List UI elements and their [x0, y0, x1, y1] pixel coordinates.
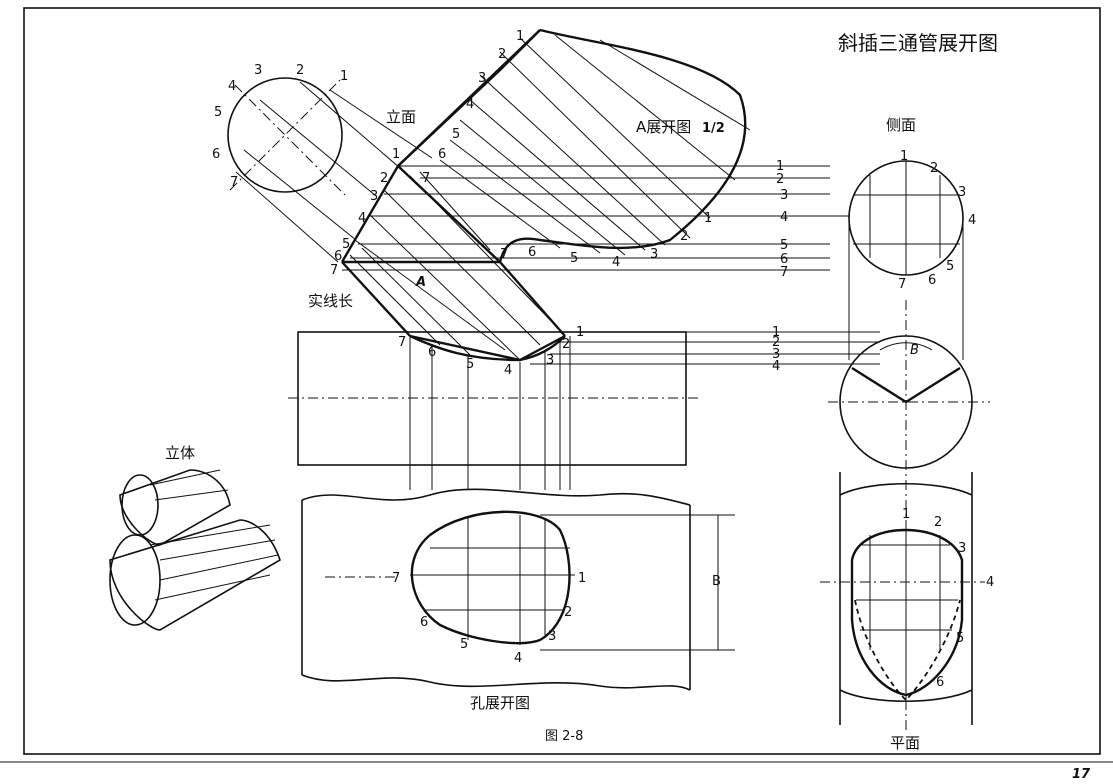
point-label: 3 [548, 629, 556, 644]
point-label: 5 [452, 127, 460, 142]
projection-lines [342, 165, 880, 365]
side-view-label: 侧面 [886, 116, 916, 134]
point-label: 1 [516, 29, 524, 44]
page-number: 17 [1072, 767, 1091, 782]
point-label: 4 [514, 651, 522, 666]
point-label: 2 [772, 335, 780, 350]
point-label: 7 [392, 571, 400, 586]
point-label: 6 [334, 249, 342, 264]
point-label: 4 [466, 97, 474, 112]
branch-section-circle [227, 77, 343, 193]
point-label: 5 [466, 357, 474, 372]
point-label: 3 [650, 247, 658, 262]
point-label: 7 [422, 171, 430, 186]
point-label: 5 [460, 637, 468, 652]
point-label: 1 [900, 149, 908, 164]
point-label: 2 [498, 47, 506, 62]
drawing-title: 斜插三通管展开图 [838, 31, 998, 55]
point-label: 5 [342, 237, 350, 252]
point-label: 3 [254, 63, 262, 78]
point-label: 3 [370, 189, 378, 204]
point-label: 6 [936, 675, 944, 690]
figure-caption: 图 2-8 [545, 729, 583, 744]
point-label: 7 [230, 175, 238, 190]
point-label: 4 [780, 210, 788, 225]
development-a-half: A展开图 1/2 [397, 28, 751, 263]
point-label: 1 [776, 159, 784, 174]
drawing-frame [23, 7, 1101, 755]
point-label: 3 [546, 353, 554, 368]
point-label: 4 [968, 213, 976, 228]
point-label: 4 [612, 255, 620, 270]
hole-label-b: B [712, 574, 721, 589]
point-label: 7 [398, 335, 406, 350]
point-label: 1 [392, 147, 400, 162]
point-label: 1 [704, 211, 712, 226]
development-a-label: A展开图 [636, 118, 691, 136]
point-label: 5 [214, 105, 222, 120]
point-label: 2 [934, 515, 942, 530]
point-label: 4 [772, 359, 780, 374]
point-label: 1 [902, 507, 910, 522]
point-label: 3 [958, 541, 966, 556]
label-a: A [415, 275, 426, 290]
point-label: 4 [358, 211, 366, 226]
point-label: 7 [330, 263, 338, 278]
point-label: 3 [780, 188, 788, 203]
hole-development: B 孔展开图 [301, 488, 735, 712]
point-label: 5 [956, 631, 964, 646]
point-label: 2 [776, 172, 784, 187]
point-label: 2 [680, 229, 688, 244]
point-label: 4 [986, 575, 994, 590]
point-label: 5 [946, 259, 954, 274]
point-label: 3 [958, 185, 966, 200]
point-label: 2 [380, 171, 388, 186]
point-label: 7 [898, 277, 906, 292]
plan-view: 平面 [820, 472, 985, 752]
point-label: 4 [228, 79, 236, 94]
point-label: 2 [564, 605, 572, 620]
point-label: 5 [780, 238, 788, 253]
main-pipe-front-view: 实线长 立面 A [288, 108, 700, 490]
point-label: 1 [576, 325, 584, 340]
intersection-curve-front [409, 334, 566, 362]
point-label: 1 [772, 325, 780, 340]
solid-view-label: 立体 [165, 444, 195, 462]
point-label: 6 [420, 615, 428, 630]
development-a-fraction: 1/2 [702, 121, 725, 136]
point-label: 1 [578, 571, 586, 586]
plan-hole-outline [850, 528, 964, 697]
point-labels: 1 2 3 4 5 6 7 1 2 3 4 5 6 7 1 2 3 4 5 6 … [212, 29, 994, 690]
point-label: 3 [772, 347, 780, 362]
point-label: 6 [438, 147, 446, 162]
branch-outline-lower [341, 261, 411, 337]
true-length-label: 实线长 [308, 292, 353, 310]
hole-outline [410, 510, 571, 645]
side-label-b: B [910, 343, 919, 358]
point-label: 3 [478, 71, 486, 86]
point-label: 2 [562, 337, 570, 352]
hole-development-label: 孔展开图 [470, 694, 530, 712]
point-label: 7 [780, 265, 788, 280]
point-label: 2 [930, 161, 938, 176]
development-a-curve [498, 28, 747, 263]
point-label: 2 [296, 63, 304, 78]
point-label: 6 [212, 147, 220, 162]
front-view-label: 立面 [386, 108, 416, 126]
branch-pipe-front-view [227, 29, 566, 362]
side-view: B 侧面 [828, 116, 990, 730]
point-label: 6 [928, 273, 936, 288]
point-label: 6 [428, 345, 436, 360]
solid-view: 立体 [109, 444, 281, 631]
plan-view-label: 平面 [890, 734, 920, 752]
point-label: 5 [570, 251, 578, 266]
point-label: 4 [504, 363, 512, 378]
point-label: 6 [780, 252, 788, 267]
point-label: 1 [340, 69, 348, 84]
point-label: 6 [528, 245, 536, 260]
point-label: 7 [500, 247, 508, 262]
